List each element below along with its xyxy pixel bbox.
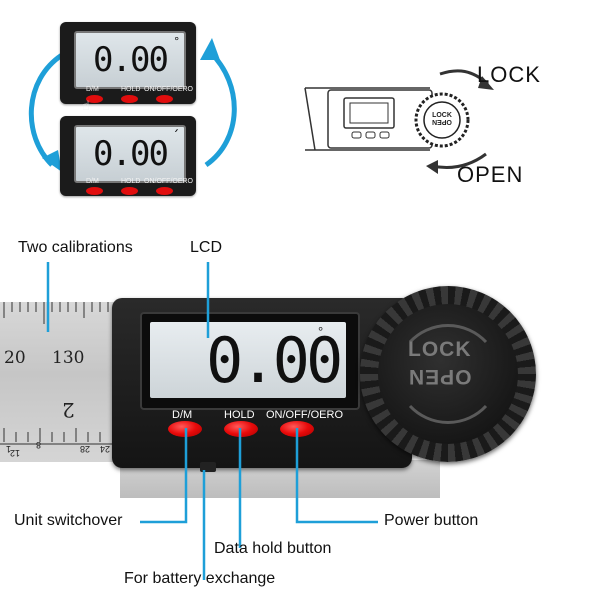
lower-hold-button bbox=[121, 187, 138, 195]
upper-degree-sign: ° bbox=[173, 35, 179, 48]
diagram-knob-open: OPEN bbox=[432, 118, 452, 125]
label-dm: D/M bbox=[172, 409, 193, 421]
main-degree-sign: ° bbox=[318, 324, 324, 339]
label-hold: HOLD bbox=[224, 409, 255, 421]
lower-label-dm: D/M bbox=[86, 178, 99, 185]
steel-ruler bbox=[0, 302, 130, 462]
battery-compartment[interactable] bbox=[200, 462, 216, 472]
upper-display-device: 0.00 ° D/M HOLD ON/OFF/OERO ☝ bbox=[60, 22, 196, 113]
lower-label-hold: HOLD bbox=[121, 178, 141, 185]
callout-lcd: LCD bbox=[190, 239, 223, 256]
open-label: OPEN bbox=[457, 162, 524, 187]
lower-display-device: 0.00 ´ D/M HOLD ON/OFF/OERO bbox=[60, 116, 196, 196]
ruler-number-130: 130 bbox=[52, 348, 85, 368]
lock-diagram: LOCK OPEN bbox=[304, 69, 494, 174]
knob-lock-text: LOCK bbox=[408, 338, 472, 361]
knob-rotation-arcs bbox=[408, 324, 488, 424]
callout-two-calibrations: Two calibrations bbox=[18, 239, 133, 256]
lower-power-button bbox=[156, 187, 173, 195]
callout-battery-exchange: For battery exchange bbox=[124, 570, 276, 587]
rotation-arrows bbox=[28, 38, 237, 172]
upper-hold-button bbox=[121, 95, 138, 103]
lower-reading: 0.00 bbox=[93, 134, 169, 174]
upper-label-hold: HOLD bbox=[121, 86, 141, 93]
upper-label-onoff: ON/OFF/OERO bbox=[144, 86, 193, 93]
ruler-number-20: 20 bbox=[4, 348, 26, 368]
upper-dm-button bbox=[86, 95, 103, 103]
label-onoff: ON/OFF/OERO bbox=[266, 409, 343, 421]
callout-unit-switchover: Unit switchover bbox=[14, 512, 123, 529]
callout-power-button: Power button bbox=[384, 512, 479, 529]
upper-power-button bbox=[156, 95, 173, 103]
lower-minute-sign: ´ bbox=[171, 129, 181, 145]
callout-data-hold-button: Data hold button bbox=[214, 540, 332, 557]
lower-lcd: 0.00 ´ bbox=[74, 125, 186, 183]
upper-lcd: 0.00 ° bbox=[74, 31, 186, 89]
lock-knob-face bbox=[378, 304, 518, 444]
lower-label-onoff: ON/OFF/OERO bbox=[144, 178, 193, 185]
diagram-knob-lock: LOCK bbox=[432, 112, 452, 119]
upper-reading: 0.00 bbox=[93, 40, 169, 80]
pointer-hand-icon: ☝ bbox=[82, 98, 90, 113]
upper-label-dm: D/M bbox=[86, 86, 99, 93]
lower-dm-button bbox=[86, 187, 103, 195]
main-lcd: 0.00 ° bbox=[150, 322, 346, 398]
main-reading: 0.00 bbox=[206, 324, 343, 397]
lock-label: LOCK bbox=[477, 62, 541, 87]
